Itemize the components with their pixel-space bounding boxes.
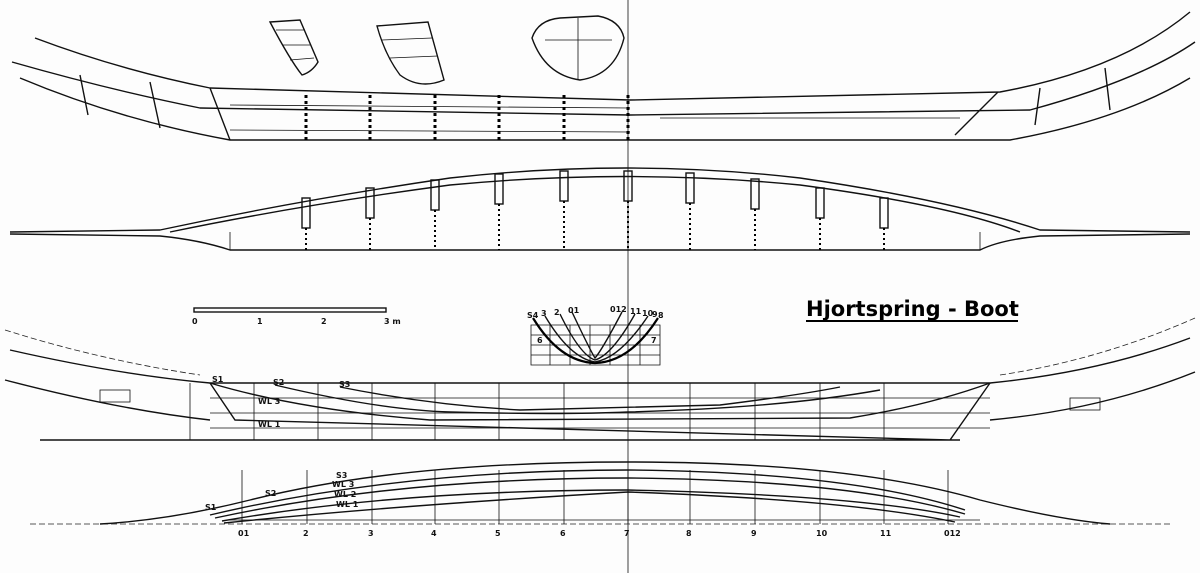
station-label: 4 [431,529,437,538]
station-label: 5 [495,529,501,538]
cross-sections [268,15,625,85]
thwart [750,178,760,210]
station-label: 8 [686,529,692,538]
body-plan-label: 7 [651,336,657,345]
drawing-title: Hjortspring - Boot [806,297,1019,321]
lines-plan: S1 S2 S3 WL 3 WL 1 [4,317,1196,441]
waterline-label: WL 1 [336,500,359,509]
body-plan: S4 3 2 01 012 11 10 9 8 6 7 [527,305,664,366]
plan-view [9,167,1191,251]
waterline-label: WL 3 [258,397,280,406]
sheer-label: S2 [265,489,276,498]
body-plan-label: 012 [610,305,627,314]
waterline-label: WL 1 [258,420,281,429]
station-label: 012 [944,529,961,538]
frames [304,95,630,140]
station-label: 6 [560,529,566,538]
scale-tick: 2 [321,317,327,326]
sheer-label: S1 [212,375,224,384]
thwart [494,173,504,205]
body-plan-label: 9 [652,310,658,319]
waterline-label: WL 3 [332,480,354,489]
side-view-construction [11,11,1196,141]
thwart [365,187,375,219]
waterline-label: WL 2 [334,490,356,499]
sheer-label: S3 [336,471,347,480]
profile-lines: S1 S2 S3 WL 3 WL 2 WL 1 [30,461,1170,525]
thwart [430,179,440,211]
scale-tick: 0 [192,317,198,326]
thwarts [301,170,889,250]
station-label: 7 [624,529,630,538]
body-plan-label: 2 [554,308,560,317]
body-plan-label: 10 [642,309,654,318]
station-label: 11 [880,529,892,538]
thwart [879,197,889,229]
thwart [559,170,569,202]
body-plan-label: S4 [527,311,539,320]
station-label: 01 [238,529,250,538]
sheer-label: S3 [339,380,350,389]
sheer-label: S2 [273,378,284,387]
station-label: 10 [816,529,828,538]
body-plan-label: 11 [630,307,642,316]
station-label: 2 [303,529,309,538]
body-plan-label: 8 [658,311,664,320]
scale-bar: 0 1 2 3 m [192,307,401,326]
scale-tick: 3 m [384,317,401,326]
body-plan-label: 6 [537,336,543,345]
body-plan-label: 01 [568,306,580,315]
scale-tick: 1 [257,317,263,326]
station-label: 3 [368,529,374,538]
body-plan-label: 3 [541,309,547,318]
thwart [815,187,825,219]
station-label: 9 [751,529,757,538]
sheer-label: S1 [205,503,217,512]
